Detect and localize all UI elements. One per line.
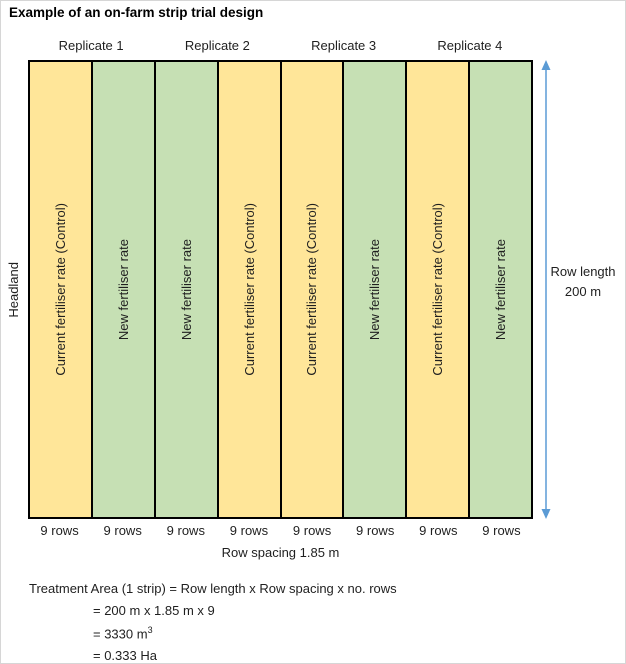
rows-count-label: 9 rows bbox=[482, 523, 521, 538]
headland-label: Headland bbox=[5, 261, 21, 318]
replicate-label: Replicate 2 bbox=[184, 38, 250, 53]
calc-line-3-superscript: 3 bbox=[147, 625, 153, 635]
trial-strip: New fertiliser rate bbox=[470, 62, 531, 517]
calc-line-3: = 3330 m3 bbox=[93, 625, 397, 641]
rows-count-label: 9 rows bbox=[166, 523, 205, 538]
strip-label: New fertiliser rate bbox=[493, 238, 509, 341]
calc-line-4: = 0.333 Ha bbox=[93, 648, 157, 664]
strip-label: New fertiliser rate bbox=[178, 238, 194, 341]
trial-strip: New fertiliser rate bbox=[344, 62, 408, 517]
trial-strip: Current fertiliser rate (Control) bbox=[281, 62, 345, 517]
replicate-label: Replicate 3 bbox=[311, 38, 377, 53]
replicate-labels-row: Replicate 1 Replicate 2 Replicate 3 Repl… bbox=[28, 38, 533, 56]
rows-count-label: 9 rows bbox=[40, 523, 79, 538]
row-length-arrow-icon bbox=[539, 60, 553, 519]
row-length-text: Row length bbox=[550, 264, 616, 279]
strip-label: Current fertiliser rate (Control) bbox=[241, 203, 257, 376]
strip-label: New fertiliser rate bbox=[115, 238, 131, 341]
trial-strip: New fertiliser rate bbox=[92, 62, 156, 517]
page-title: Example of an on-farm strip trial design bbox=[9, 5, 264, 20]
calc-line-2: = 200 m x 1.85 m x 9 bbox=[93, 603, 215, 618]
rows-count-label: 9 rows bbox=[356, 523, 395, 538]
calc-line-1: Treatment Area (1 strip) = Row length x … bbox=[29, 581, 397, 596]
trial-strip: Current fertiliser rate (Control) bbox=[218, 62, 282, 517]
row-spacing-label: Row spacing 1.85 m bbox=[221, 545, 340, 560]
rows-count-label: 9 rows bbox=[292, 523, 332, 538]
treatment-area-calculation: Treatment Area (1 strip) = Row length x … bbox=[29, 581, 397, 664]
trial-strip: Current fertiliser rate (Control) bbox=[30, 62, 93, 517]
headland-axis: Headland bbox=[2, 60, 24, 519]
strip-label: Current fertiliser rate (Control) bbox=[304, 203, 320, 376]
strip-label: Current fertiliser rate (Control) bbox=[430, 203, 446, 376]
trial-strip: New fertiliser rate bbox=[155, 62, 219, 517]
rows-count-row: 9 rows 9 rows 9 rows 9 rows 9 rows 9 row… bbox=[28, 523, 533, 538]
strip-trial-plot: Current fertiliser rate (Control) New fe… bbox=[28, 60, 533, 519]
replicate-label: Replicate 1 bbox=[58, 38, 124, 53]
rows-count-label: 9 rows bbox=[229, 523, 269, 538]
replicate-label: Replicate 4 bbox=[437, 38, 503, 53]
strip-label: New fertiliser rate bbox=[367, 238, 383, 341]
calc-line-3-base: = 3330 m bbox=[93, 626, 148, 642]
trial-strip: Current fertiliser rate (Control) bbox=[407, 62, 471, 517]
rows-count-label: 9 rows bbox=[419, 523, 458, 538]
row-length-value: 200 m bbox=[564, 284, 602, 299]
rows-count-label: 9 rows bbox=[103, 523, 142, 538]
row-length-label: Row length 200 m bbox=[541, 262, 625, 302]
strip-label: Current fertiliser rate (Control) bbox=[52, 203, 68, 376]
